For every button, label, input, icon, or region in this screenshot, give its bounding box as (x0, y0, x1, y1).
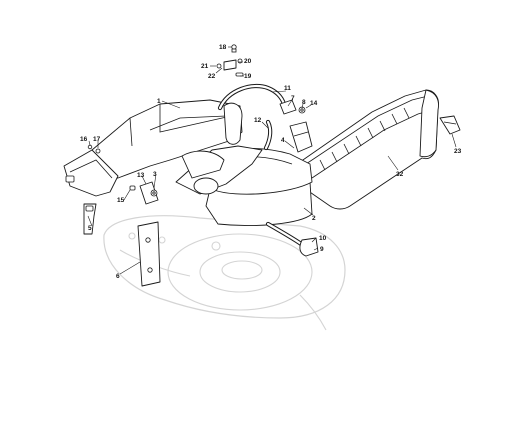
discharge-chute (299, 89, 439, 210)
callout-21: 21 (201, 63, 209, 70)
callout-19: 19 (244, 73, 252, 80)
left-bracket (63, 149, 119, 197)
callout-7: 7 (291, 95, 295, 102)
callout-5: 5 (88, 225, 92, 232)
main-frame (91, 99, 263, 195)
leader-lines (87, 46, 457, 275)
callout-22: 22 (208, 73, 216, 80)
callout-20: 20 (244, 58, 252, 65)
callout-11: 11 (284, 85, 291, 92)
callout-23: 23 (454, 148, 462, 155)
lower-hose (265, 221, 319, 257)
left-brackets-5-6 (83, 203, 161, 287)
callout-13: 13 (137, 172, 145, 179)
callout-17: 17 (93, 136, 101, 143)
callout-14: 14 (310, 100, 318, 107)
fitting-cluster (279, 99, 313, 153)
callout-16: 16 (80, 136, 88, 143)
hardware-16-17 (87, 144, 101, 154)
callout-4: 4 (281, 137, 285, 144)
callouts: 1 2 3 4 5 6 7 8 9 10 11 12 13 14 15 16 1… (80, 44, 462, 280)
callout-18: 18 (219, 44, 227, 51)
callout-2: 2 (312, 215, 316, 222)
callout-1: 1 (157, 98, 161, 105)
callout-15: 15 (117, 197, 125, 204)
clip-23 (439, 115, 461, 135)
callout-9: 9 (320, 246, 324, 253)
callout-12: 12 (254, 117, 262, 124)
callout-32: 32 (396, 171, 404, 178)
callout-10: 10 (319, 235, 327, 242)
callout-6: 6 (116, 273, 120, 280)
pivot-13-3-15 (129, 181, 159, 205)
mower-deck-outline (103, 215, 346, 331)
hardware-18-22 (216, 44, 244, 77)
callout-3: 3 (153, 171, 157, 178)
callout-8: 8 (302, 99, 306, 106)
hose (217, 83, 287, 151)
